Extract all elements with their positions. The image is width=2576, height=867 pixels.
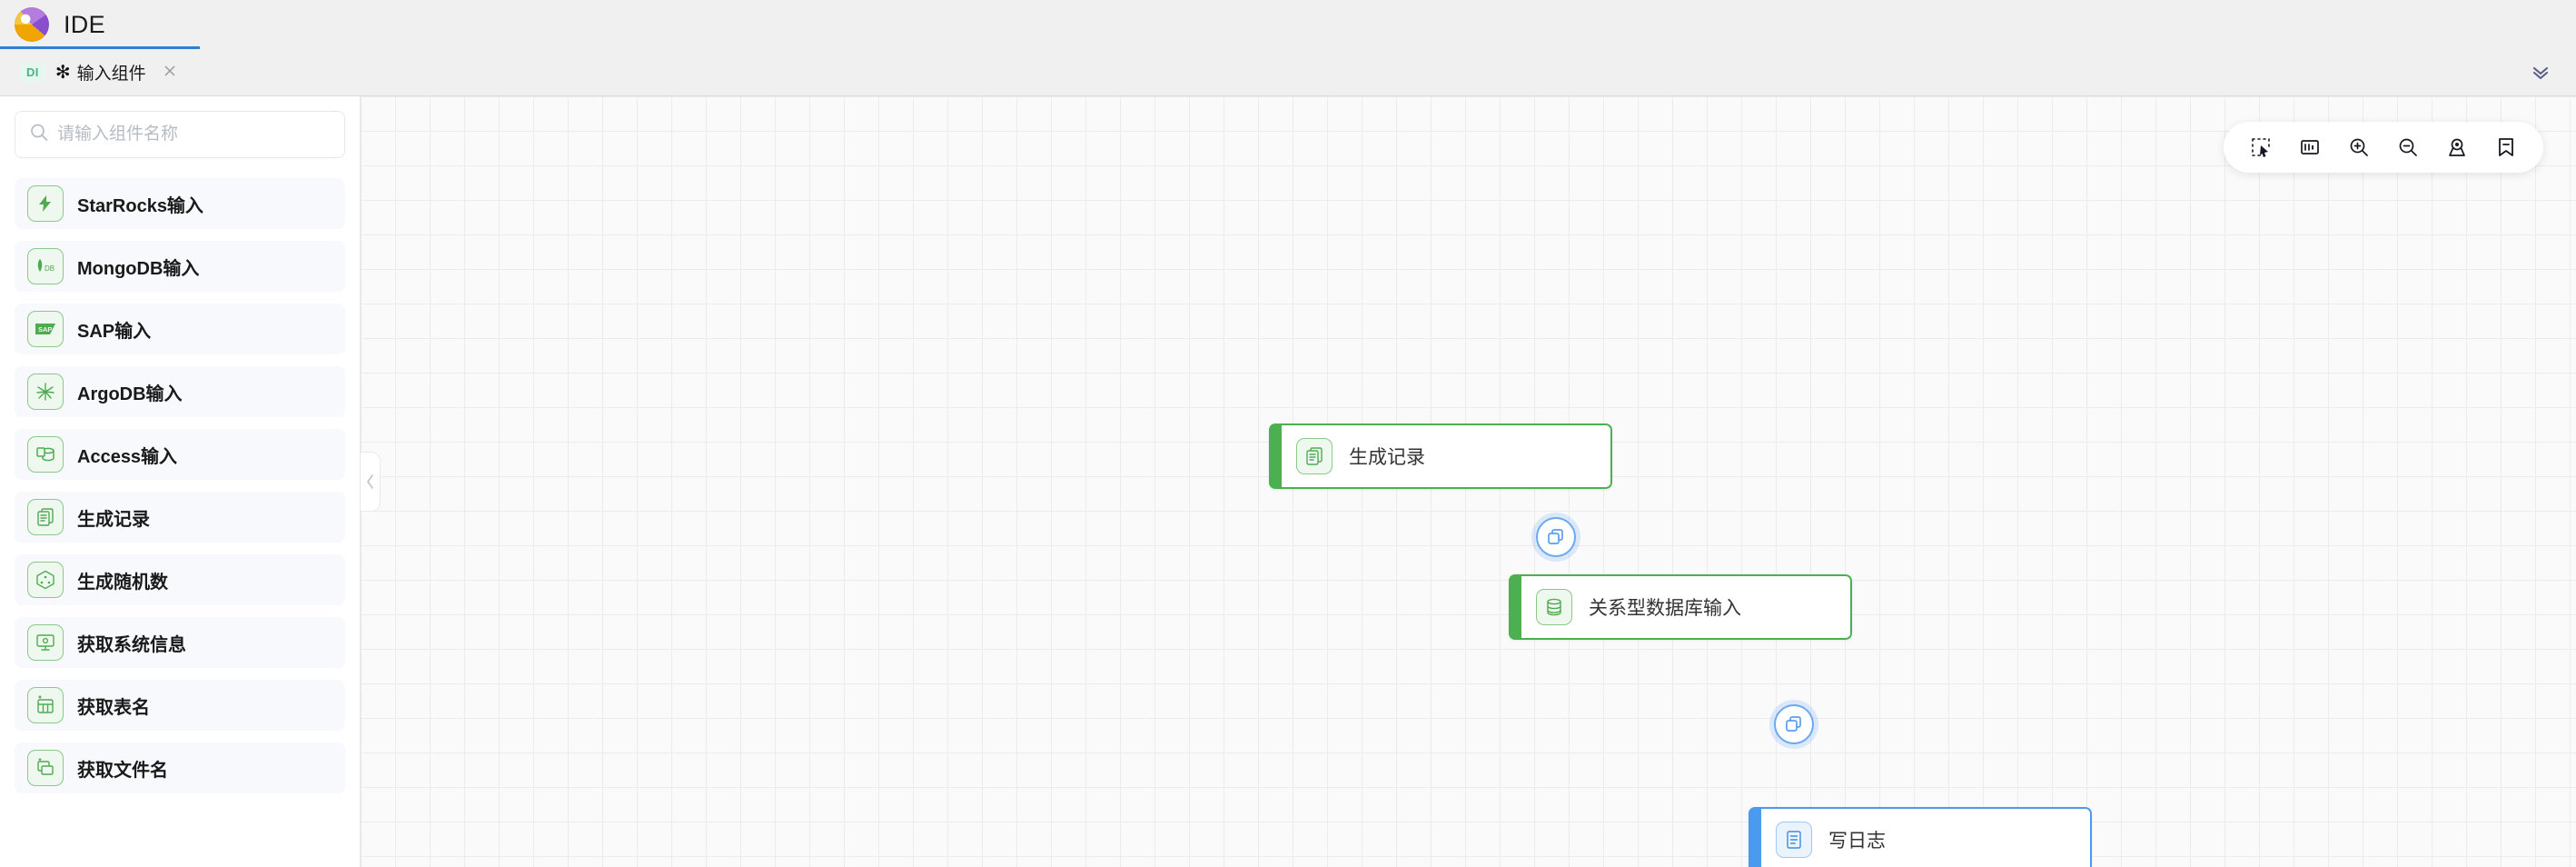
flow-node-label: 关系型数据库输入 [1589, 598, 1741, 619]
component-list: StarRocks输入 DB MongoDB输入 SAP [15, 178, 345, 793]
generate-record-icon [27, 499, 64, 535]
component-item-starrocks[interactable]: StarRocks输入 [15, 178, 345, 229]
write-log-icon [1776, 822, 1812, 858]
component-item-label: 获取系统信息 [77, 634, 186, 655]
tab-bar: DI ✻ 输入组件 [0, 49, 2576, 96]
table-name-icon [27, 687, 64, 723]
generate-record-icon [1296, 438, 1333, 474]
flow-node-generate-record[interactable]: 生成记录 [1269, 424, 1612, 489]
component-item-label: 获取表名 [77, 697, 150, 718]
component-item-argodb[interactable]: ArgoDB输入 [15, 366, 345, 417]
system-info-icon [27, 624, 64, 661]
mongodb-icon: DB [27, 248, 64, 284]
search-input[interactable] [15, 111, 345, 158]
component-item-label: ArgoDB输入 [77, 384, 183, 404]
zoom-in-icon[interactable] [2343, 132, 2374, 163]
main-body: StarRocks输入 DB MongoDB输入 SAP [0, 96, 2576, 867]
flow-canvas[interactable]: 运行 停止 保存 提交 [360, 96, 2576, 867]
starrocks-icon [27, 185, 64, 222]
tab-close-icon[interactable] [162, 63, 178, 83]
tab-type-badge: DI [20, 63, 45, 82]
component-item-access[interactable]: Access输入 [15, 429, 345, 480]
file-name-icon [27, 750, 64, 786]
edge-badge-copy-layers-icon[interactable] [1774, 704, 1814, 744]
sap-icon: SAP [27, 311, 64, 347]
node-accent-bar [1749, 807, 1761, 867]
tab-bar-collapse-chevron-down-icon[interactable] [2525, 57, 2556, 88]
tab-label: 输入组件 [76, 65, 146, 84]
node-accent-bar [1509, 574, 1521, 640]
access-icon [27, 436, 64, 473]
search-box [15, 111, 345, 158]
database-icon [1536, 589, 1572, 625]
svg-text:SAP: SAP [38, 325, 52, 334]
argodb-icon [27, 374, 64, 410]
component-item-mongodb[interactable]: DB MongoDB输入 [15, 241, 345, 292]
bookmark-icon[interactable] [2491, 132, 2522, 163]
canvas-tool-pill [2224, 122, 2543, 173]
zoom-out-icon[interactable] [2393, 132, 2423, 163]
chevron-left-icon [367, 474, 373, 489]
location-pin-icon[interactable] [2442, 132, 2472, 163]
flow-node-write-log[interactable]: 写日志 [1749, 807, 2092, 867]
node-accent-bar [1269, 424, 1282, 489]
flow-node-label: 写日志 [1828, 831, 1886, 852]
random-number-icon [27, 562, 64, 598]
flow-node-label: 生成记录 [1349, 447, 1425, 468]
component-item-sap[interactable]: SAP SAP输入 [15, 304, 345, 354]
component-item-label: SAP输入 [77, 321, 152, 342]
tab-dirty-indicator: ✻ [54, 62, 71, 83]
component-item-label: StarRocks输入 [77, 195, 203, 216]
component-item-generate-record[interactable]: 生成记录 [15, 492, 345, 543]
app-header: IDE [0, 0, 2576, 49]
edge-badge-copy-layers-icon[interactable] [1536, 517, 1576, 557]
component-item-label: 获取文件名 [77, 760, 168, 781]
component-item-table-name[interactable]: 获取表名 [15, 680, 345, 731]
component-item-random-number[interactable]: 生成随机数 [15, 554, 345, 605]
fit-view-icon[interactable] [2294, 132, 2325, 163]
component-item-file-name[interactable]: 获取文件名 [15, 742, 345, 793]
component-item-label: 生成记录 [77, 509, 150, 530]
edge-layer [361, 96, 633, 233]
app-title: IDE [64, 10, 105, 38]
app-logo-swirl-icon [15, 7, 49, 42]
svg-text:DB: DB [45, 264, 54, 273]
component-item-label: MongoDB输入 [77, 258, 200, 279]
sidebar-collapse-handle[interactable] [361, 452, 381, 512]
component-item-system-info[interactable]: 获取系统信息 [15, 617, 345, 668]
tab-input-component[interactable]: DI ✻ 输入组件 [0, 49, 196, 95]
component-item-label: 生成随机数 [77, 572, 168, 593]
flow-node-relational-db-input[interactable]: 关系型数据库输入 [1509, 574, 1852, 640]
component-item-label: Access输入 [77, 446, 178, 467]
marquee-select-icon[interactable] [2245, 132, 2276, 163]
component-sidebar: StarRocks输入 DB MongoDB输入 SAP [0, 96, 360, 867]
